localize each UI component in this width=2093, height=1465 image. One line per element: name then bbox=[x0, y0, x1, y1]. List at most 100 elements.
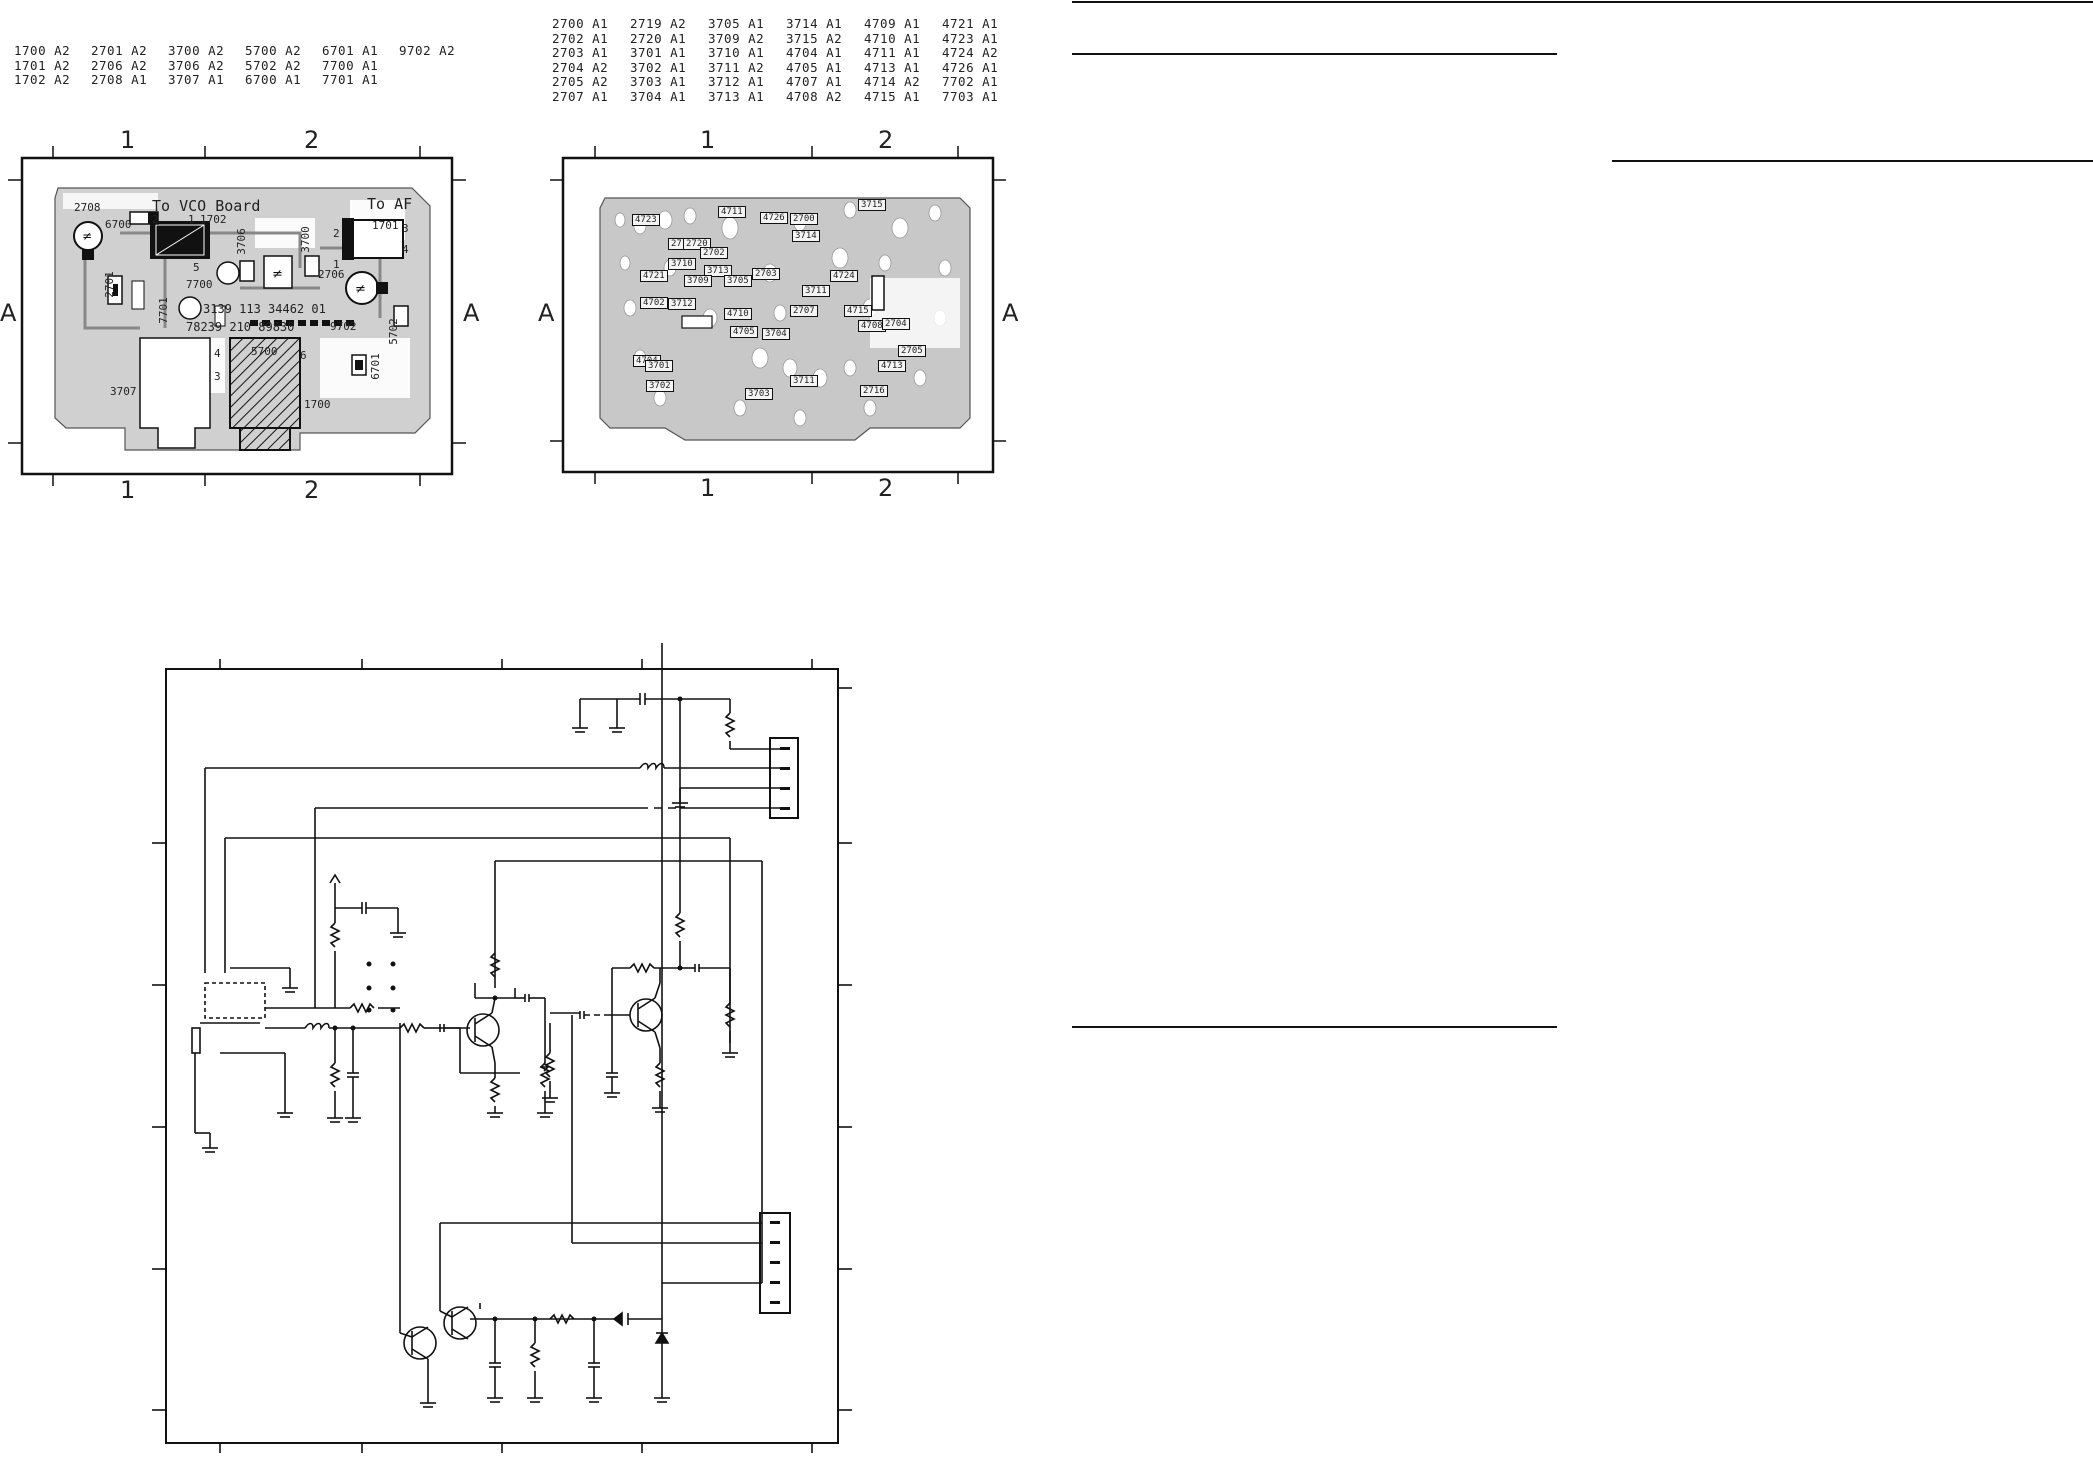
ref-cell: 1700 A2 bbox=[14, 43, 71, 58]
left-row-label-left: A bbox=[0, 299, 17, 327]
ref-cell: 2719 A2 bbox=[630, 16, 687, 31]
smd-component: 3703 bbox=[745, 388, 773, 400]
ref-cell: 1702 A2 bbox=[14, 72, 71, 87]
comp-label-6700: 6700 bbox=[105, 218, 132, 231]
comp-label-3707: 3707 bbox=[110, 385, 137, 398]
pin-label: 5 bbox=[193, 261, 200, 274]
comp-label-2706: 2706 bbox=[318, 268, 345, 281]
smd-component: 4702 bbox=[640, 297, 668, 309]
ref-cell: 2702 A1 bbox=[552, 30, 609, 46]
smd-component: 2705 bbox=[898, 345, 926, 357]
divider-col2 bbox=[1612, 160, 2093, 162]
comp-label-2708: 2708 bbox=[74, 201, 101, 214]
smd-component: 3711 bbox=[802, 285, 830, 297]
ref-cell: 9702 A2 bbox=[399, 43, 456, 58]
left-row-label-right: A bbox=[463, 299, 480, 327]
circuit-schematic bbox=[152, 643, 852, 1453]
ref-cell: 4713 A1 bbox=[864, 59, 921, 75]
svg-text:≠: ≠ bbox=[272, 267, 283, 282]
left-col-label-2: 2 bbox=[304, 126, 320, 154]
ref-cell: 3701 A1 bbox=[630, 45, 687, 60]
right-col-label-2-bottom: 2 bbox=[878, 474, 894, 502]
ref-cell: 4709 A1 bbox=[864, 16, 921, 31]
ref-cell: 2703 A1 bbox=[552, 45, 609, 60]
ref-cell: 4724 A2 bbox=[942, 45, 999, 60]
ref-cell: 4715 A1 bbox=[864, 88, 921, 104]
right-row-label-left: A bbox=[538, 299, 555, 327]
pin-label: 4 bbox=[214, 347, 221, 360]
comp-label-7701: 7701 bbox=[156, 297, 170, 324]
ref-cell: 3703 A1 bbox=[630, 74, 687, 89]
divider-top-right bbox=[1072, 1, 2093, 3]
smd-component: 4705 bbox=[730, 326, 758, 338]
comp-label-5700: 5700 bbox=[251, 345, 278, 358]
smd-component: 4715 bbox=[844, 305, 872, 317]
svg-text:≠: ≠ bbox=[82, 229, 92, 243]
ref-cell: 3714 A1 bbox=[786, 16, 843, 31]
ref-cell: 3704 A1 bbox=[630, 88, 687, 104]
smd-component: 3710 bbox=[668, 258, 696, 270]
left-col-label-1-bottom: 1 bbox=[120, 476, 136, 504]
ref-cell: 3705 A1 bbox=[708, 16, 765, 31]
ref-cell: 3710 A1 bbox=[708, 45, 765, 60]
smd-component: 3714 bbox=[792, 230, 820, 242]
smd-component: 3705 bbox=[724, 275, 752, 287]
pin-label: 2 bbox=[152, 213, 159, 226]
ref-cell: 2700 A1 bbox=[552, 16, 609, 31]
right-col-label-2: 2 bbox=[878, 126, 894, 154]
ref-cell: 3711 A2 bbox=[708, 59, 765, 75]
smd-component: 3704 bbox=[762, 328, 790, 340]
smd-component: 2707 bbox=[790, 305, 818, 317]
smd-component: 3713 bbox=[704, 265, 732, 277]
to-af-text: To AF bbox=[367, 195, 413, 213]
ref-cell: 7703 A1 bbox=[942, 88, 999, 104]
smd-component: 3701 bbox=[645, 360, 673, 372]
smd-component: 3715 bbox=[858, 199, 886, 211]
pcb-code-1: 3139 113 34462 01 bbox=[203, 302, 326, 316]
comp-label-3700: 3700 bbox=[298, 226, 312, 253]
pin-label: 6 bbox=[300, 349, 307, 362]
right-col-label-1: 1 bbox=[700, 126, 716, 154]
ref-cell: 2705 A2 bbox=[552, 74, 609, 89]
ref-cell: 3706 A2 bbox=[168, 57, 225, 73]
smd-component: 4713 bbox=[878, 360, 906, 372]
ref-cell: 3700 A2 bbox=[168, 43, 225, 58]
ref-cell: 2706 A2 bbox=[91, 57, 148, 73]
ref-cell: 7700 A1 bbox=[322, 57, 379, 73]
pin-label: 4 bbox=[402, 243, 409, 256]
right-row-label-right: A bbox=[1002, 299, 1019, 327]
pin-label: 1 bbox=[333, 258, 340, 271]
pin-label: 2 bbox=[333, 227, 340, 240]
smd-component: 3712 bbox=[668, 298, 696, 310]
comp-label-3706: 3706 bbox=[234, 228, 248, 255]
smd-component: 4711 bbox=[718, 206, 746, 218]
pcb-code-2: 78239 210 89830 bbox=[186, 320, 295, 334]
ref-cell: 3702 A1 bbox=[630, 59, 687, 75]
ref-cell: 4705 A1 bbox=[786, 59, 843, 75]
smd-component: 2702 bbox=[700, 247, 728, 259]
comp-label-1700: 1700 bbox=[304, 398, 331, 411]
smd-component: 4724 bbox=[830, 270, 858, 282]
right-pcb-layout bbox=[550, 146, 1006, 484]
ref-cell: 4708 A2 bbox=[786, 88, 843, 104]
left-col-label-1: 1 bbox=[120, 126, 136, 154]
ref-row: 2700 A1 2719 A2 3705 A1 3714 A1 4709 A1 4721 … bbox=[552, 16, 1020, 32]
pin-label: 3 bbox=[214, 370, 221, 383]
pin-label: 1 bbox=[188, 213, 195, 226]
ref-cell: 7702 A1 bbox=[942, 74, 999, 89]
pin-label: 3 bbox=[402, 222, 409, 235]
ref-cell: 2720 A1 bbox=[630, 30, 687, 46]
right-col-label-1-bottom: 1 bbox=[700, 474, 716, 502]
smd-component: 2700 bbox=[790, 213, 818, 225]
smd-component: 3709 bbox=[684, 275, 712, 287]
comp-label-6701: 6701 bbox=[368, 353, 382, 380]
ref-cell: 3712 A1 bbox=[708, 74, 765, 89]
smd-component: 2716 bbox=[860, 385, 888, 397]
to-vco-text: To VCO Board bbox=[152, 197, 261, 215]
ref-cell: 4721 A1 bbox=[942, 16, 999, 31]
ref-cell: 1701 A2 bbox=[14, 57, 71, 73]
